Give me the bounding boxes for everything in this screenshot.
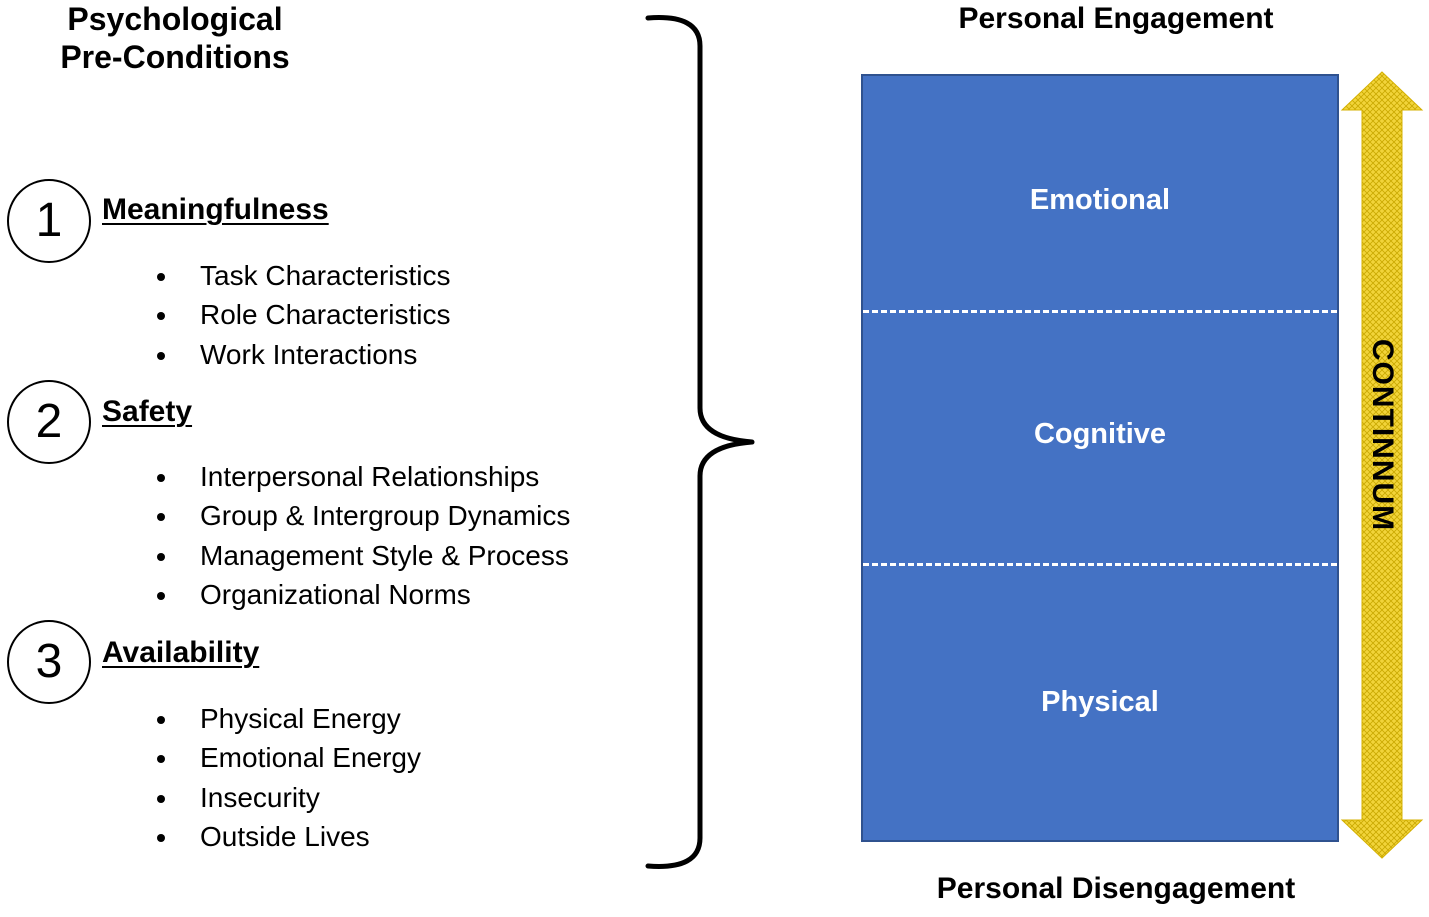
list-item: Management Style & Process [157,536,570,575]
section-1-number: 1 [35,194,63,247]
bullet-icon [157,513,165,522]
list-item: Interpersonal Relationships [157,457,570,496]
list-item-text: Role Characteristics [200,299,451,331]
left-title-line-1: Psychological [67,1,283,37]
list-item: Physical Energy [157,699,421,738]
list-item-text: Physical Energy [200,703,401,734]
section-2-number-circle: 2 [7,380,91,464]
section-3-number: 3 [35,635,63,688]
bullet-icon [157,351,165,360]
list-item-text: Interpersonal Relationships [200,461,540,492]
bullet-icon [157,273,165,281]
bullet-icon [157,312,165,321]
section-2-number: 2 [35,395,63,448]
section-3-number-circle: 3 [7,620,91,704]
list-item: Role Characteristics [157,295,451,334]
bullet-icon [157,716,165,724]
dimension-cognitive: Cognitive [1033,418,1167,450]
left-title: Psychological Pre-Conditions [0,0,350,76]
dimension-physical: Physical [1041,686,1159,718]
engagement-panel: Emotional Cognitive Physical [861,74,1339,842]
list-item-text: Management Style & Process [200,539,569,571]
list-item: Outside Lives [157,817,421,856]
list-item: Group & Intergroup Dynamics [157,496,571,535]
bullet-icon [157,591,165,600]
list-item-text: Group & Intergroup Dynamics [200,500,571,532]
list-item-text: Work Interactions [200,338,418,370]
left-title-line-2: Pre-Conditions [60,39,290,75]
dashed-divider [863,310,1337,313]
double-arrow-icon [1340,71,1424,859]
section-3-list: Physical Energy Emotional Energy Insecur… [157,699,422,856]
section-1-list: Task Characteristics Role Characteristic… [157,256,451,374]
section-2-title: Safety [102,395,193,428]
curly-brace-icon [645,15,755,869]
list-item: Organizational Norms [157,575,570,614]
dashed-divider [863,563,1337,566]
bullet-icon [157,755,165,764]
top-label: Personal Engagement [958,2,1274,35]
section-1-title: Meaningfulness [102,193,329,226]
section-3-title: Availability [102,636,260,669]
bullet-icon [157,474,165,482]
list-item-text: Insecurity [200,781,320,813]
bullet-icon [157,552,165,561]
bullet-icon [157,833,165,842]
section-1-number-circle: 1 [7,179,91,263]
list-item: Insecurity [157,778,421,817]
continuum-label: CONTINNUM [1366,338,1399,532]
list-item-text: Organizational Norms [200,578,471,610]
dimension-emotional: Emotional [1029,184,1171,216]
list-item: Task Characteristics [157,256,451,295]
list-item: Work Interactions [157,335,451,374]
list-item-text: Task Characteristics [200,260,451,291]
bullet-icon [157,794,165,803]
bottom-label: Personal Disengagement [936,872,1296,905]
list-item-text: Outside Lives [200,820,370,852]
section-2-list: Interpersonal Relationships Group & Inte… [157,457,571,614]
list-item-text: Emotional Energy [200,742,422,774]
list-item: Emotional Energy [157,738,422,777]
